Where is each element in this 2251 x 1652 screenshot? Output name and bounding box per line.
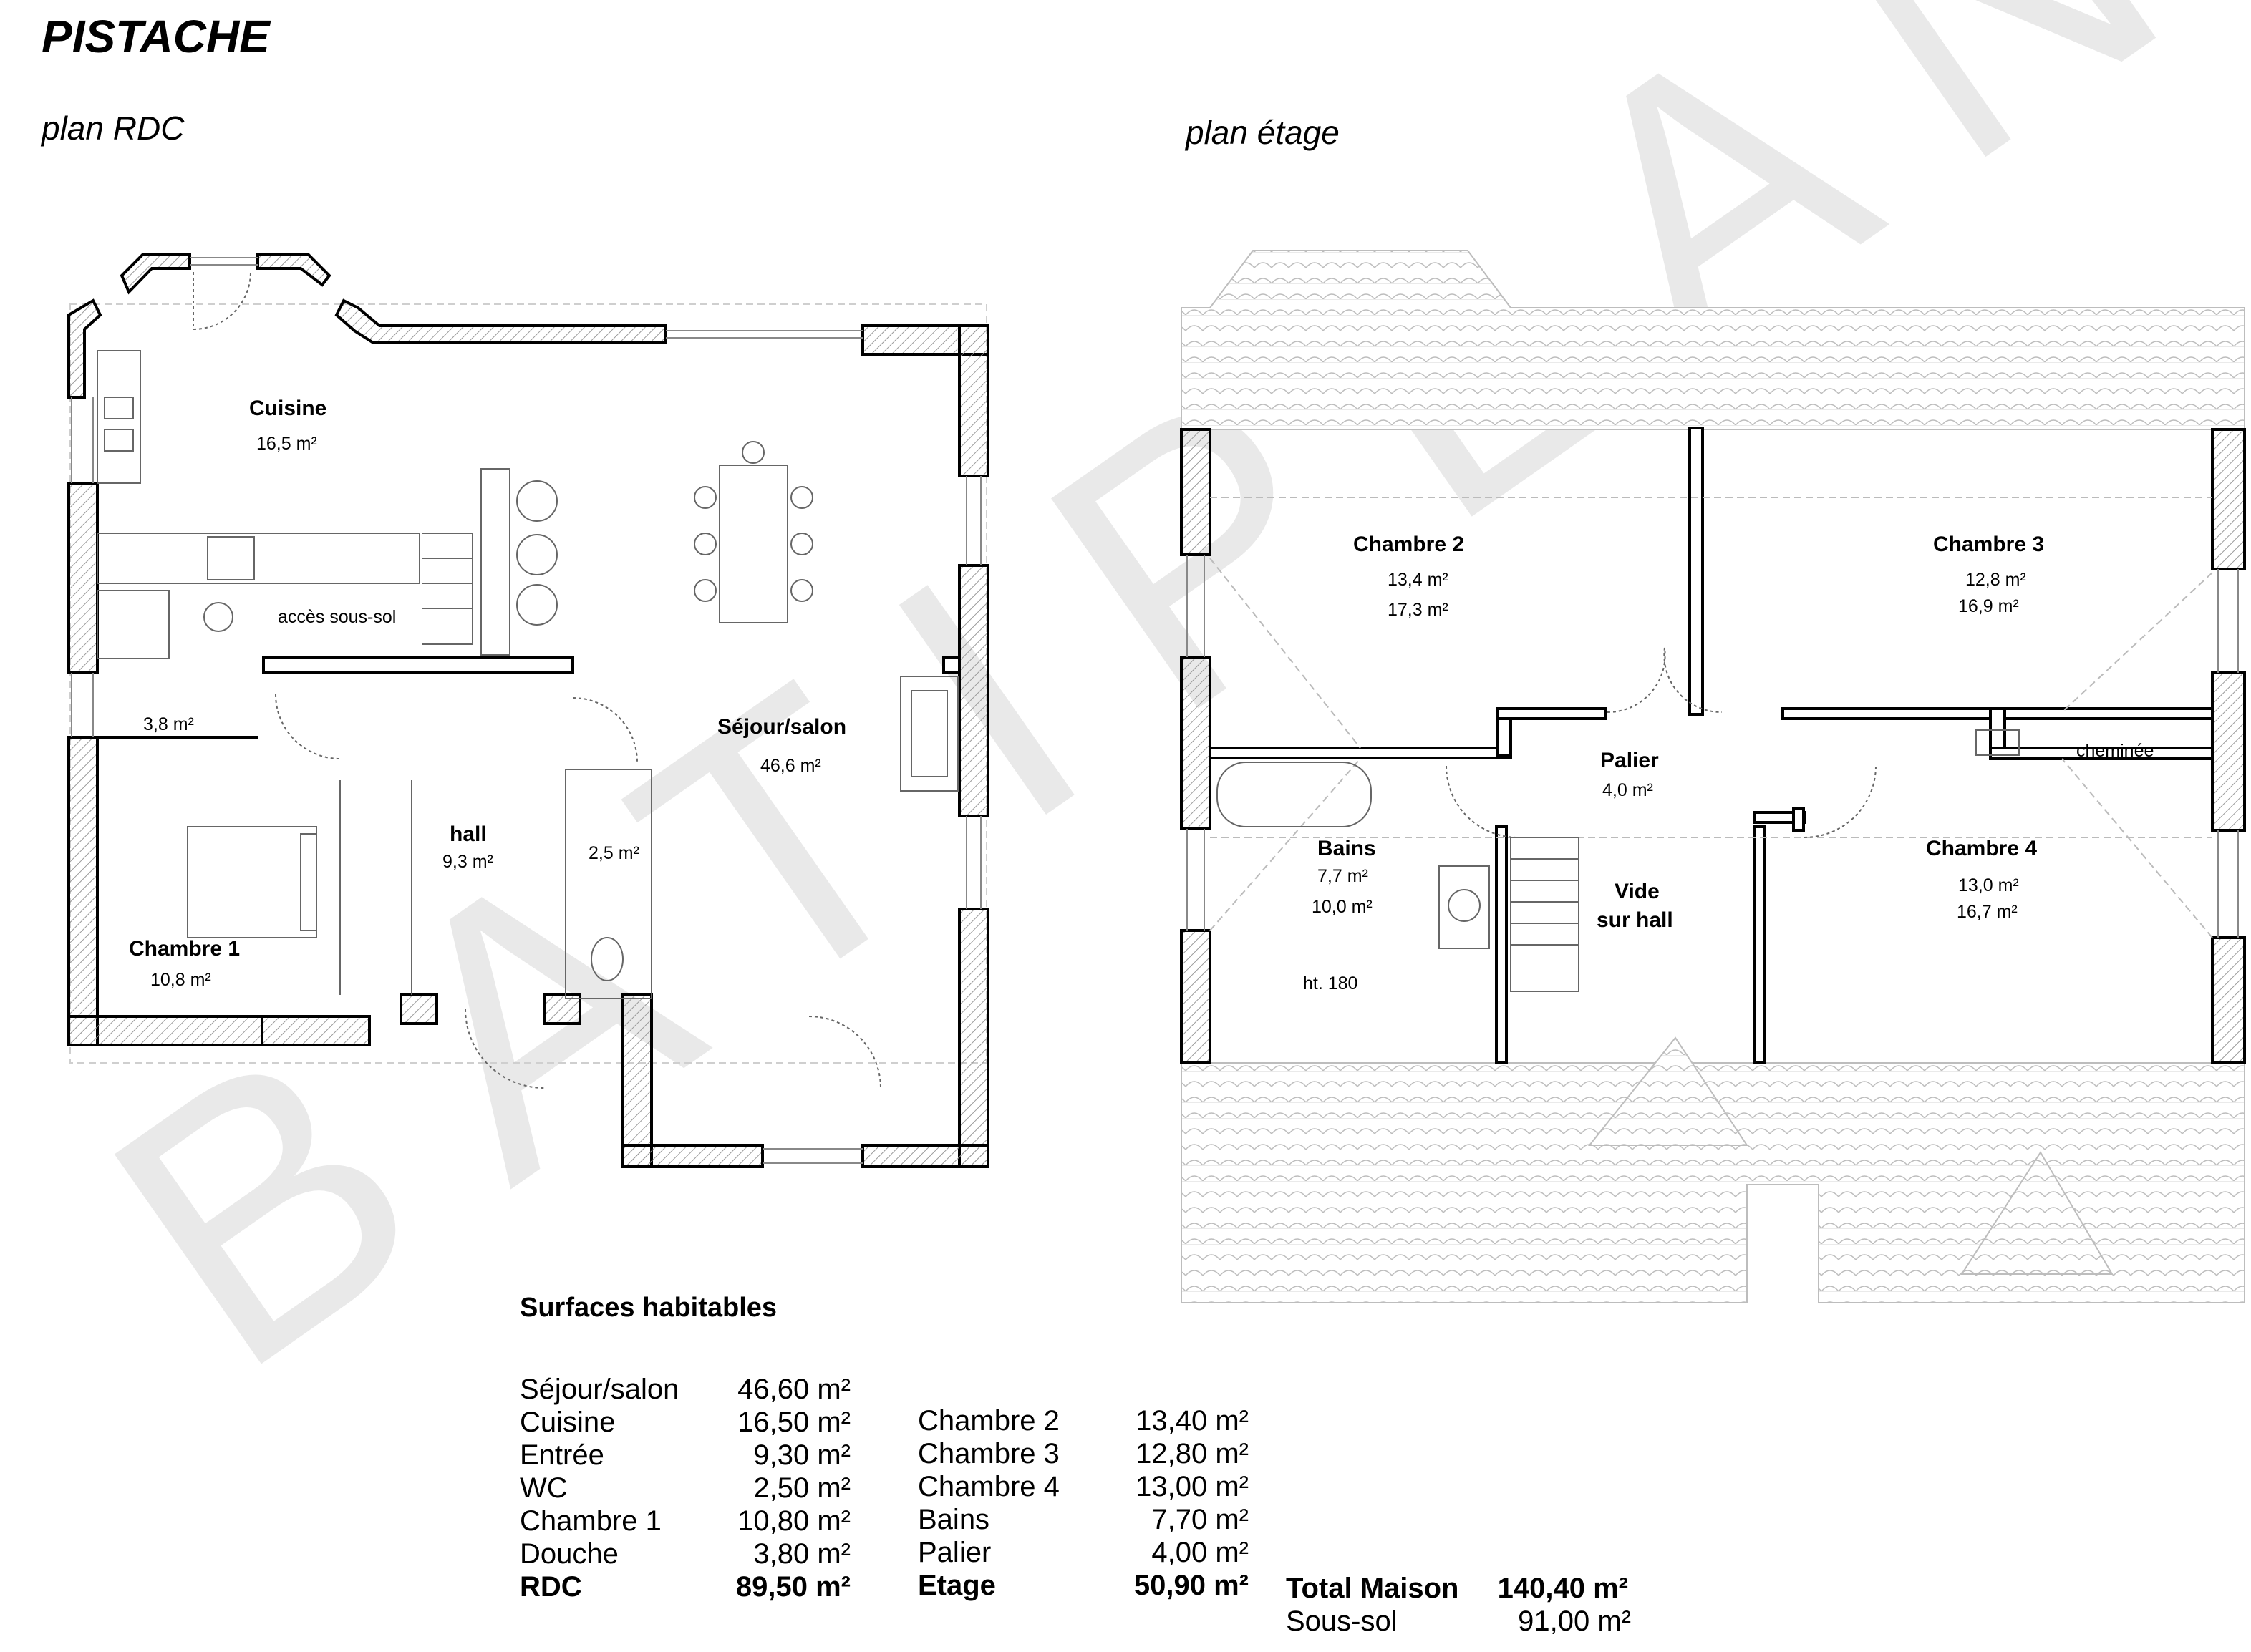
rdc-sejour-name: Séjour/salon: [717, 715, 846, 739]
rdc-plan: Cuisine 16,5 m² accès sous-sol 3,8 m² Sé…: [67, 253, 989, 1168]
etage-roof: [1181, 250, 2245, 1303]
total-maison-value: 140,40 m²: [1497, 1573, 1628, 1604]
surface-value: 13,40 m²: [1136, 1405, 1249, 1437]
etage-chambre4-area2: 16,7 m²: [1957, 902, 2018, 922]
surface-label: Séjour/salon: [520, 1374, 679, 1405]
surface-label: Douche: [520, 1538, 619, 1570]
surface-total-value: 50,90 m²: [1133, 1570, 1249, 1601]
rdc-bottom-right-wall: [621, 993, 989, 1168]
etage-vide-name1: Vide: [1615, 880, 1660, 903]
etage-chambre4-name: Chambre 4: [1926, 837, 2037, 860]
page-title: PISTACHE: [42, 11, 270, 62]
etage-cheminee-label: cheminée: [2076, 741, 2154, 761]
etage-chambre3-name: Chambre 3: [1933, 533, 2044, 556]
surface-label: Bains: [918, 1504, 990, 1535]
etage-plan: Chambre 2 13,4 m² 17,3 m² Chambre 3 12,8…: [1180, 250, 2246, 1303]
etage-chambre2-area2: 17,3 m²: [1388, 600, 1448, 620]
plan-rdc-label: plan RDC: [42, 110, 185, 147]
rdc-kitchen: [97, 271, 959, 1089]
rdc-cuisine-name: Cuisine: [249, 397, 326, 420]
rdc-left-wall: [67, 482, 99, 1046]
surface-value: 3,80 m²: [753, 1538, 851, 1570]
surface-label: Chambre 2: [918, 1405, 1060, 1437]
etage-ceiling-lines: [1209, 497, 2213, 938]
etage-chambre4-area: 13,0 m²: [1958, 875, 2019, 895]
rdc-wc-area: 2,5 m²: [589, 843, 639, 863]
rdc-hall-name: hall: [450, 822, 487, 846]
surfaces-heading: Surfaces habitables: [520, 1293, 778, 1323]
rdc-bay-window: [67, 253, 667, 399]
surface-total-value: 89,50 m²: [735, 1571, 851, 1603]
etage-interior-walls: [1209, 427, 2214, 1064]
rdc-interior-walls: [97, 656, 961, 739]
etage-furniture: [1216, 647, 2020, 992]
surface-value: 9,30 m²: [753, 1439, 851, 1471]
rdc-chambre1-name: Chambre 1: [129, 937, 240, 961]
surface-label: WC: [520, 1472, 568, 1504]
etage-bains-name: Bains: [1317, 837, 1376, 860]
surface-value: 2,50 m²: [753, 1472, 851, 1504]
surface-value: 13,00 m²: [1136, 1471, 1249, 1502]
rdc-douche-area: 3,8 m²: [143, 714, 194, 734]
etage-palier-name: Palier: [1600, 749, 1659, 772]
etage-chambre3-area: 12,8 m²: [1965, 570, 2026, 590]
rdc-bottom-wall: [67, 993, 581, 1046]
surface-value: 46,60 m²: [737, 1374, 851, 1405]
surface-label: Entrée: [520, 1439, 604, 1471]
soussol-label: Sous-sol: [1286, 1605, 1398, 1637]
soussol-value: 91,00 m²: [1518, 1605, 1631, 1637]
etage-vide-name2: sur hall: [1597, 908, 1673, 932]
surface-value: 16,50 m²: [737, 1406, 851, 1438]
plan-etage-label: plan étage: [1186, 114, 1340, 151]
surface-label: Cuisine: [520, 1406, 616, 1438]
surface-label: Chambre 4: [918, 1471, 1060, 1502]
rdc-acces-label: accès sous-sol: [278, 607, 396, 627]
etage-windows: [1186, 555, 2239, 938]
surface-total-label: Etage: [918, 1570, 996, 1601]
etage-chambre3-area2: 16,9 m²: [1958, 596, 2019, 616]
etage-chambre2-area: 13,4 m²: [1388, 570, 1448, 590]
surface-value: 10,80 m²: [737, 1505, 851, 1537]
surface-value: 12,80 m²: [1136, 1438, 1249, 1469]
surface-label: Palier: [918, 1537, 992, 1568]
rdc-sejour-area: 46,6 m²: [760, 756, 821, 776]
surface-total-label: RDC: [520, 1571, 582, 1603]
rdc-cuisine-area: 16,5 m²: [256, 434, 317, 454]
etage-bains-area: 7,7 m²: [1317, 866, 1368, 886]
etage-palier-area: 4,0 m²: [1602, 780, 1653, 800]
rdc-top-wall: [861, 324, 989, 1168]
rdc-windows: [71, 257, 982, 1164]
etage-chambre2-name: Chambre 2: [1353, 533, 1464, 556]
surface-label: Chambre 3: [918, 1438, 1060, 1469]
rdc-chambre1-area: 10,8 m²: [150, 970, 211, 990]
surface-value: 4,00 m²: [1151, 1537, 1249, 1568]
total-maison-label: Total Maison: [1286, 1573, 1459, 1604]
etage-bains-note: ht. 180: [1303, 973, 1357, 993]
rdc-hall-area: 9,3 m²: [442, 852, 493, 872]
surface-label: Chambre 1: [520, 1505, 662, 1537]
etage-bains-area2: 10,0 m²: [1312, 897, 1373, 917]
surface-value: 7,70 m²: [1151, 1504, 1249, 1535]
